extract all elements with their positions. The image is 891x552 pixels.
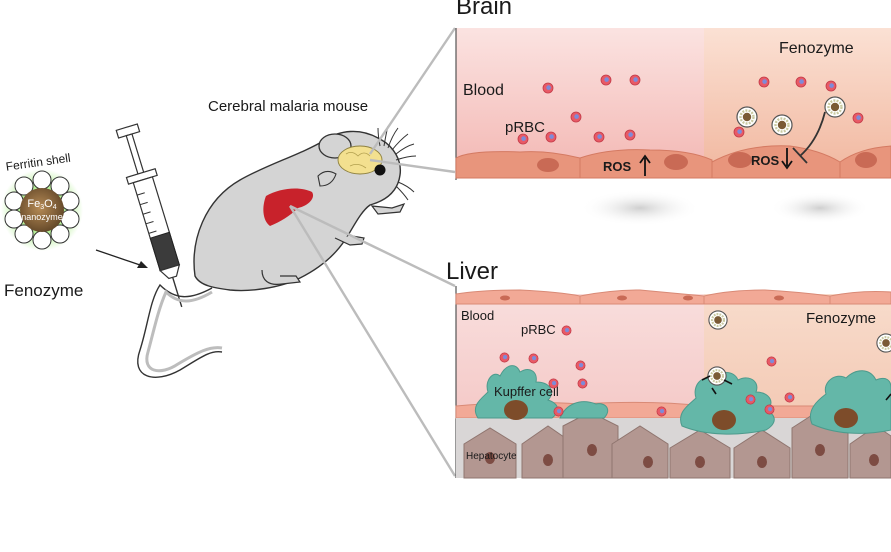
brain-prbc-label: pRBC	[505, 119, 545, 136]
uptake-arrows-icon	[701, 375, 891, 401]
brain-ros-left: ROS	[603, 159, 632, 174]
hepatocyte-label: Hepatocyte	[466, 451, 517, 462]
liver-blood-label: Blood	[461, 308, 494, 323]
kupffer-cell-label: Kupffer cell	[494, 384, 559, 399]
brain-blood-label: Blood	[463, 82, 504, 99]
mouse-liver-organ	[263, 188, 314, 226]
kupffer-cells	[474, 365, 891, 435]
mouse-front-paw	[370, 202, 406, 215]
arrow-to-syringe	[95, 249, 148, 268]
fenozyme-name: Fenozyme	[4, 281, 83, 300]
core-formula: Fe3O4	[27, 198, 56, 211]
brain-fenozyme-label: Fenozyme	[779, 40, 854, 57]
fe3o4-core	[20, 188, 64, 232]
liver-prbc-label: pRBC	[521, 322, 556, 337]
mouse-tail	[137, 283, 223, 378]
brain-ros-right: ROS	[751, 153, 780, 168]
liver-fenozyme-label: Fenozyme	[806, 310, 876, 327]
ros-up-arrow-icon	[639, 154, 651, 176]
syringe	[115, 123, 183, 308]
mouse-hind-leg	[261, 269, 302, 285]
liver-panel: Liver	[446, 258, 891, 479]
fenozyme-particle: Ferritin shell Fe3O4 nanozyme Fenozyme	[1, 151, 148, 300]
ferritin-shell-subunits	[4, 170, 80, 250]
brain-title: Brain	[456, 0, 512, 20]
liver-title: Liver	[446, 258, 498, 285]
hepatocyte-layer	[456, 409, 891, 479]
mouse: Cerebral malaria mouse	[137, 98, 417, 378]
leader-lines	[288, 27, 457, 477]
ros-down-arrow-icon	[781, 148, 793, 170]
mouse-whiskers	[377, 125, 417, 201]
inhibition-arrow-icon	[792, 111, 826, 164]
liver-top-endothelium	[455, 289, 891, 305]
mouse-eye	[374, 164, 386, 176]
brain-panel-shadow	[580, 190, 700, 226]
brain-panel: Brain Blood pRBC	[455, 0, 891, 226]
mouse-label: Cerebral malaria mouse	[208, 98, 368, 115]
mouse-ear-inner	[317, 170, 337, 187]
core-nanozyme-label: nanozyme	[21, 212, 63, 222]
